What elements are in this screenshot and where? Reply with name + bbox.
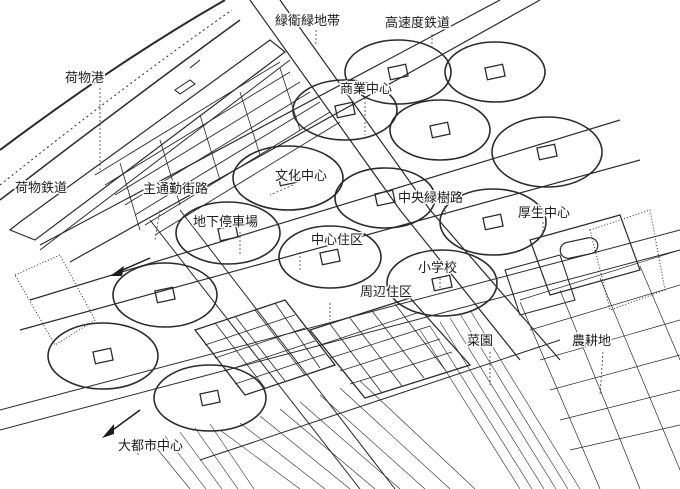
peripheral-housing-grid — [193, 297, 472, 399]
leader-lines — [99, 30, 604, 456]
label-cultural-center: 文化中心 — [275, 169, 327, 184]
label-peripheral-residential: 周辺住区 — [360, 285, 412, 300]
label-central-residential: 中心住区 — [311, 233, 363, 248]
label-farmland: 農耕地 — [572, 333, 611, 349]
neighbourhood-circles — [47, 39, 603, 432]
label-high-speed-railway: 高速度鉄道 — [385, 15, 450, 31]
label-cargo-port: 荷物港 — [65, 71, 104, 86]
welfare-facility — [504, 214, 641, 316]
label-metropolis-center: 大都市中心 — [118, 438, 183, 454]
unit-centers — [92, 63, 558, 407]
label-elementary-school: 小学校 — [418, 260, 457, 276]
vegetable-garden — [219, 309, 581, 489]
label-underground-parking: 地下停車場 — [193, 214, 258, 230]
label-main-commuter-road: 主通勤街路 — [143, 181, 208, 197]
label-commercial-center: 商業中心 — [340, 81, 392, 97]
label-welfare-center: 厚生中心 — [518, 206, 570, 221]
river-shore — [0, 0, 241, 201]
park-hatching — [149, 423, 255, 489]
label-green-belt: 緑衛緑地帯 — [275, 14, 340, 29]
green-strip-right — [589, 209, 666, 311]
label-vegetable-garden: 菜園 — [467, 334, 493, 349]
green-strip-left — [14, 254, 96, 346]
commuter-arrow — [102, 257, 151, 438]
label-freight-railway: 荷物鉄道 — [15, 181, 67, 196]
harbour-ships — [174, 59, 201, 95]
label-central-green-road: 中央緑樹路 — [398, 190, 463, 206]
